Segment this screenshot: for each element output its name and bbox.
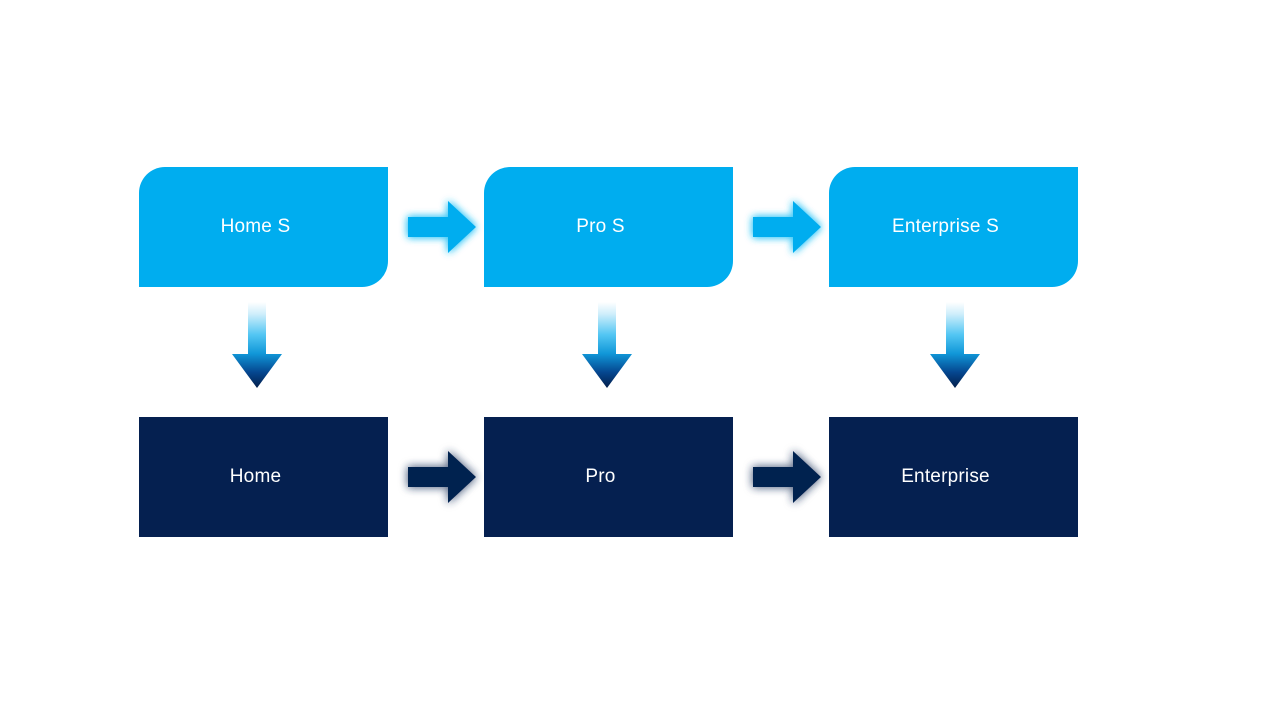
node-label: Pro xyxy=(585,465,616,487)
node-home-s[interactable]: Home S xyxy=(139,167,388,287)
node-enterprise-s[interactable]: Enterprise S xyxy=(829,167,1078,287)
arrow-down-icon-pro-s-to-pro xyxy=(581,302,633,390)
node-label: Enterprise xyxy=(901,465,990,487)
arrow-right-icon-pro-s-to-enterprise-s xyxy=(751,198,823,256)
arrow-right-icon-pro-to-enterprise xyxy=(751,448,823,506)
node-pro[interactable]: Pro xyxy=(484,417,733,537)
node-pro-s[interactable]: Pro S xyxy=(484,167,733,287)
arrow-right-icon-home-to-pro xyxy=(406,448,478,506)
node-label: Enterprise S xyxy=(892,215,999,237)
node-enterprise[interactable]: Enterprise xyxy=(829,417,1078,537)
node-home[interactable]: Home xyxy=(139,417,388,537)
node-label: Pro S xyxy=(576,215,625,237)
node-label: Home xyxy=(229,465,282,487)
arrow-down-icon-home-s-to-home xyxy=(231,302,283,390)
arrow-down-icon-enterprise-s-to-enterprise xyxy=(929,302,981,390)
node-label: Home S xyxy=(220,215,291,237)
arrow-right-icon-home-s-to-pro-s xyxy=(406,198,478,256)
